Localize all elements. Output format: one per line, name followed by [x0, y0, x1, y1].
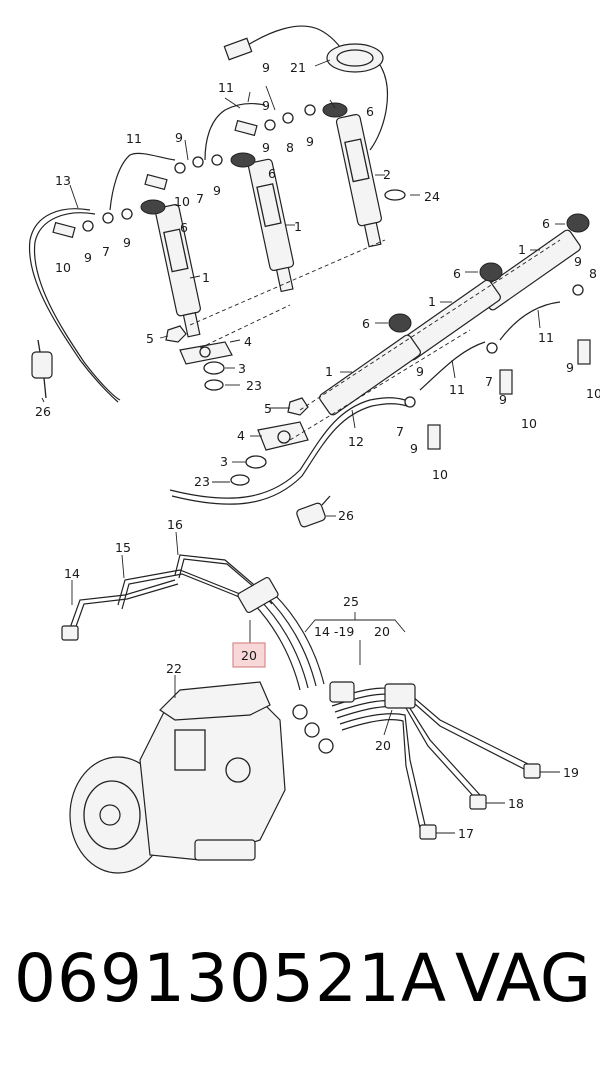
upper-left-injector-group	[28, 25, 406, 403]
callout-label: 6	[180, 220, 188, 235]
callout-label: 10	[586, 386, 600, 401]
callout-label: 9	[262, 98, 270, 113]
callout-label: 9	[499, 392, 507, 407]
callout-label: 1	[325, 364, 333, 379]
brand-name: VAG	[455, 940, 592, 1017]
callout-label: 20	[375, 738, 391, 753]
callout-label: 8	[286, 140, 294, 155]
callout-label: 21	[290, 60, 306, 75]
callout-label: 18	[508, 796, 524, 811]
callout-label: 19	[563, 765, 579, 780]
callout-label: 23	[194, 474, 210, 489]
upper-right-injector-group	[169, 213, 591, 528]
callout-label: 1	[518, 242, 526, 257]
callout-label: 3	[238, 361, 246, 376]
callout-label: 23	[246, 378, 262, 393]
callout-label: 7	[102, 244, 110, 259]
callout-label: 15	[115, 540, 131, 555]
callout-label: 11	[538, 330, 554, 345]
callout-label: 2	[383, 167, 391, 182]
callout-label: 6	[362, 316, 370, 331]
callout-label: 16	[167, 517, 183, 532]
callout-label: 1	[294, 219, 302, 234]
callout-label: 9	[262, 140, 270, 155]
callout-label: 9	[123, 235, 131, 250]
callout-label: 7	[396, 424, 404, 439]
callout-label: 10	[174, 194, 190, 209]
callout-label: 13	[55, 173, 71, 188]
callout-label: 14 -19	[314, 624, 354, 639]
callout-label: 24	[424, 189, 440, 204]
callout-label: 7	[196, 191, 204, 206]
callout-labels: 9 11 21 9 6 8 9 11 9 9 6 2 10 7 9 13 24 …	[35, 60, 600, 841]
callout-label: 6	[453, 266, 461, 281]
callout-label: 5	[146, 331, 154, 346]
callout-label: 10	[55, 260, 71, 275]
callout-label: 8	[589, 266, 597, 281]
callout-label: 11	[126, 131, 142, 146]
callout-label: 9	[574, 254, 582, 269]
callout-label: 22	[166, 661, 182, 676]
part-number: 069130521A	[14, 940, 448, 1017]
callout-label: 9	[84, 250, 92, 265]
callout-label: 11	[449, 382, 465, 397]
highlighted-part-label: 20	[241, 648, 257, 663]
callout-label: 26	[35, 404, 51, 419]
injection-lines-and-pump	[61, 554, 541, 874]
callout-label: 9	[306, 134, 314, 149]
callout-label: 9	[566, 360, 574, 375]
callout-label: 3	[220, 454, 228, 469]
callout-label: 10	[432, 467, 448, 482]
callout-label: 14	[64, 566, 80, 581]
callout-label: 17	[458, 826, 474, 841]
callout-label: 9	[416, 364, 424, 379]
callout-label: 4	[244, 334, 252, 349]
callout-label: 6	[542, 216, 550, 231]
callout-label: 12	[348, 434, 364, 449]
callout-label: 1	[202, 270, 210, 285]
callout-label: 9	[410, 441, 418, 456]
callout-label: 20	[374, 624, 390, 639]
callout-label: 9	[213, 183, 221, 198]
leader-lines	[41, 59, 565, 834]
callout-label: 1	[428, 294, 436, 309]
callout-label: 9	[175, 130, 183, 145]
highlighted-part-callout[interactable]: 20	[232, 642, 266, 668]
callout-label: 6	[268, 166, 276, 181]
callout-label: 4	[237, 428, 245, 443]
callout-label: 11	[218, 80, 234, 95]
callout-label: 26	[338, 508, 354, 523]
callout-label: 7	[485, 374, 493, 389]
callout-label: 9	[262, 60, 270, 75]
callout-label: 10	[521, 416, 537, 431]
callout-label: 6	[366, 104, 374, 119]
callout-label: 25	[343, 594, 359, 609]
callout-label: 5	[264, 401, 272, 416]
